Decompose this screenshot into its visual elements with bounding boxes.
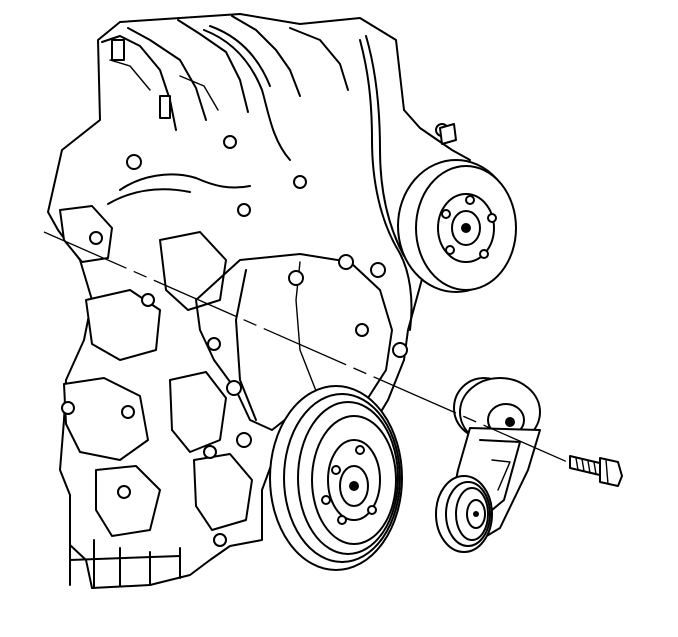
belt-tensioner	[435, 377, 541, 553]
engine-block	[47, 13, 471, 589]
accessory-pulley	[397, 123, 517, 293]
tensioner-bolt	[569, 455, 623, 487]
crankshaft-balancer	[269, 385, 403, 571]
block-bolts	[61, 123, 449, 547]
assembly-axis	[43, 231, 573, 465]
